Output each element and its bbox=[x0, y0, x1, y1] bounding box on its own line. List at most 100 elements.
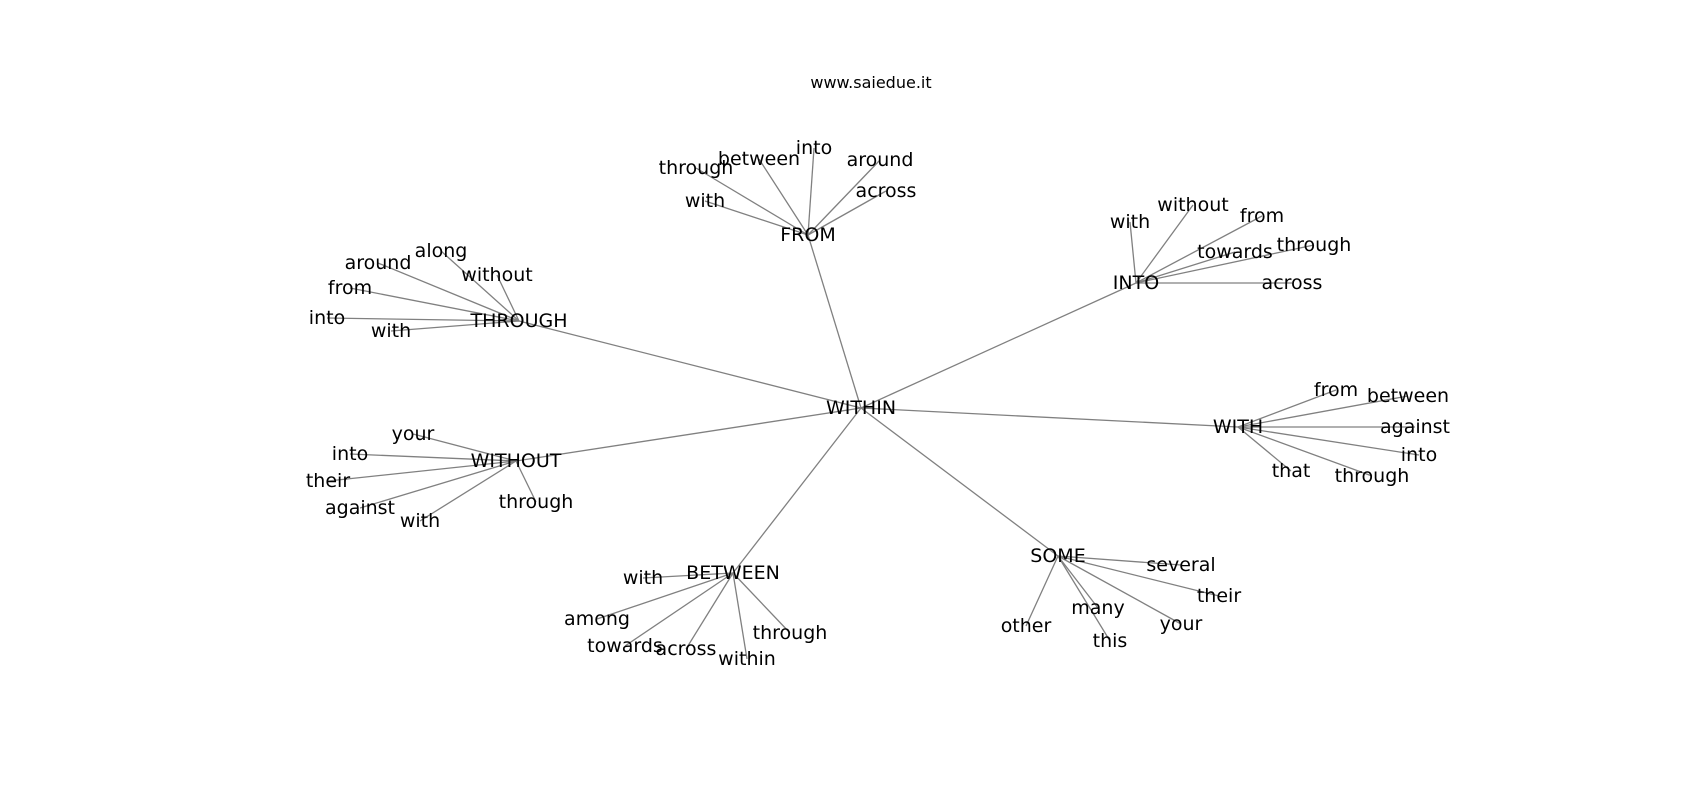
node-label-between-across: across bbox=[656, 638, 717, 660]
node-label-some-other: other bbox=[1001, 615, 1052, 637]
node-label-from-around: around bbox=[847, 149, 914, 171]
edge-from-through bbox=[695, 167, 809, 236]
edge-with-through bbox=[1237, 426, 1373, 477]
edge-without-into bbox=[349, 453, 517, 462]
edges-layer bbox=[326, 147, 1420, 660]
node-label-into-across: across bbox=[1262, 272, 1323, 294]
edge-without-through bbox=[515, 460, 537, 503]
hub-node-label-through: THROUGH bbox=[470, 310, 568, 332]
edge-some-this bbox=[1057, 555, 1111, 642]
node-label-between-through: through bbox=[753, 622, 828, 644]
edge-within-from bbox=[807, 234, 862, 409]
node-label-into-with: with bbox=[1110, 211, 1150, 233]
edge-between-with bbox=[642, 572, 734, 579]
edge-some-many bbox=[1057, 555, 1099, 609]
node-label-without-against: against bbox=[325, 497, 395, 519]
hub-node-label-some: SOME bbox=[1030, 545, 1085, 567]
node-label-through-along: along bbox=[415, 240, 468, 262]
node-label-into-towards: towards bbox=[1197, 241, 1273, 263]
node-label-with-against: against bbox=[1380, 416, 1450, 438]
edge-into-from bbox=[1135, 215, 1263, 284]
edge-from-across bbox=[807, 190, 887, 236]
edge-within-some bbox=[860, 407, 1059, 557]
node-label-from-with: with bbox=[685, 190, 725, 212]
edge-some-your bbox=[1057, 555, 1182, 625]
edge-through-from bbox=[349, 287, 520, 322]
node-label-with-between: between bbox=[1367, 385, 1449, 407]
hub-node-label-into: INTO bbox=[1113, 272, 1159, 294]
node-label-without-through: through bbox=[499, 491, 574, 513]
hub-node-label-between: BETWEEN bbox=[686, 562, 780, 584]
edge-with-that bbox=[1237, 426, 1292, 472]
hub-node-label-without: WITHOUT bbox=[471, 450, 562, 472]
edge-through-without bbox=[496, 274, 520, 322]
edge-from-between bbox=[758, 158, 809, 236]
edge-through-into bbox=[326, 317, 520, 322]
edge-with-between bbox=[1237, 395, 1409, 428]
node-label-some-your: your bbox=[1160, 613, 1203, 635]
edge-some-several bbox=[1057, 555, 1182, 566]
node-label-into-through: through bbox=[1277, 234, 1352, 256]
edge-between-across bbox=[685, 572, 734, 650]
node-label-through-with: with bbox=[371, 320, 411, 342]
node-label-with-that: that bbox=[1272, 460, 1311, 482]
node-label-into-from: from bbox=[1240, 205, 1284, 227]
edge-within-between bbox=[732, 407, 862, 574]
edge-within-with bbox=[860, 407, 1239, 428]
node-label-with-into: into bbox=[1401, 444, 1437, 466]
edge-within-without bbox=[515, 407, 862, 462]
node-label-from-between: between bbox=[718, 148, 800, 170]
root-node-label: WITHIN bbox=[826, 397, 896, 419]
node-label-without-into: into bbox=[332, 443, 368, 465]
edge-within-into bbox=[860, 282, 1137, 409]
node-label-through-without: without bbox=[461, 264, 532, 286]
edge-without-their bbox=[327, 460, 517, 482]
edge-between-within bbox=[732, 572, 748, 660]
edge-between-through bbox=[732, 572, 791, 634]
edge-through-along bbox=[440, 250, 520, 322]
edge-into-with bbox=[1129, 221, 1137, 284]
node-label-between-towards: towards bbox=[587, 635, 663, 657]
edge-into-without bbox=[1135, 204, 1194, 284]
node-label-between-with: with bbox=[623, 567, 663, 589]
node-label-without-with: with bbox=[400, 510, 440, 532]
node-label-some-their: their bbox=[1197, 585, 1241, 607]
edge-from-around bbox=[807, 159, 881, 236]
node-label-between-among: among bbox=[564, 608, 630, 630]
hub-node-label-from: FROM bbox=[780, 224, 835, 246]
node-label-some-many: many bbox=[1071, 597, 1124, 619]
node-label-through-around: around bbox=[345, 252, 412, 274]
edge-with-from bbox=[1237, 389, 1337, 428]
node-label-through-from: from bbox=[328, 277, 372, 299]
edge-through-around bbox=[377, 262, 520, 322]
node-label-some-this: this bbox=[1093, 630, 1128, 652]
hub-node-label-with: WITH bbox=[1213, 416, 1263, 438]
node-label-without-their: their bbox=[306, 470, 350, 492]
edge-into-towards bbox=[1135, 251, 1236, 284]
edge-from-into bbox=[807, 147, 815, 236]
edge-between-towards bbox=[624, 572, 734, 647]
edge-within-through bbox=[518, 320, 862, 409]
node-label-from-through: through bbox=[659, 157, 734, 179]
node-label-from-into: into bbox=[796, 137, 832, 159]
edge-through-with bbox=[390, 320, 520, 332]
node-label-with-from: from bbox=[1314, 379, 1358, 401]
edge-without-your bbox=[412, 433, 517, 462]
node-label-between-within: within bbox=[718, 648, 776, 670]
edge-some-their bbox=[1057, 555, 1220, 597]
edge-without-against bbox=[359, 460, 517, 509]
labels-layer: withthroughbetweenintoaroundacrossFROMwi… bbox=[306, 137, 1450, 670]
edge-some-other bbox=[1025, 555, 1059, 627]
edge-without-with bbox=[419, 460, 517, 522]
edge-with-into bbox=[1237, 426, 1420, 456]
edge-into-through bbox=[1135, 244, 1315, 284]
node-label-into-without: without bbox=[1157, 194, 1228, 216]
node-label-from-across: across bbox=[856, 180, 917, 202]
edge-between-among bbox=[596, 572, 734, 620]
edge-from-with bbox=[704, 200, 809, 236]
diagram-title: www.saiedue.it bbox=[810, 73, 931, 92]
node-label-some-several: several bbox=[1146, 554, 1215, 576]
node-label-with-through: through bbox=[1335, 465, 1410, 487]
node-label-without-your: your bbox=[392, 423, 435, 445]
